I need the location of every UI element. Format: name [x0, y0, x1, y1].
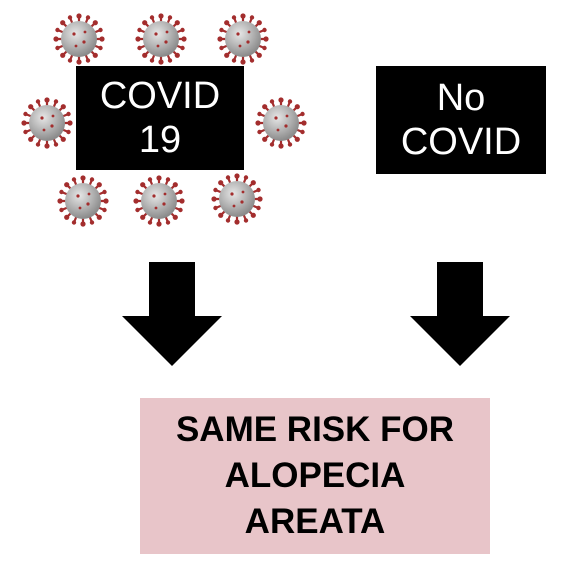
outcome-line-1: SAME RISK FOR: [175, 410, 455, 449]
coronavirus-icon: [52, 12, 106, 66]
coronavirus-icon: [216, 12, 270, 66]
coronavirus-icon: [210, 172, 264, 226]
arrow-down-icon: [122, 262, 222, 366]
covid-group-line-1: COVID: [99, 75, 221, 117]
no-covid-group-line-1: No: [436, 77, 486, 119]
no-covid-group-box: No COVID: [376, 66, 546, 174]
outcome-box: SAME RISK FOR ALOPECIA AREATA: [140, 398, 490, 554]
outcome-line-3: AREATA: [244, 502, 386, 541]
no-covid-group-line-2: COVID: [400, 121, 522, 163]
coronavirus-icon: [56, 174, 110, 228]
covid-group-box: COVID 19: [76, 66, 244, 170]
coronavirus-icon: [20, 96, 74, 150]
coronavirus-icon: [134, 12, 188, 66]
coronavirus-icon: [254, 96, 308, 150]
coronavirus-icon: [132, 174, 186, 228]
arrow-down-icon: [410, 262, 510, 366]
outcome-line-2: ALOPECIA: [224, 456, 406, 495]
covid-group-line-2: 19: [138, 119, 182, 161]
